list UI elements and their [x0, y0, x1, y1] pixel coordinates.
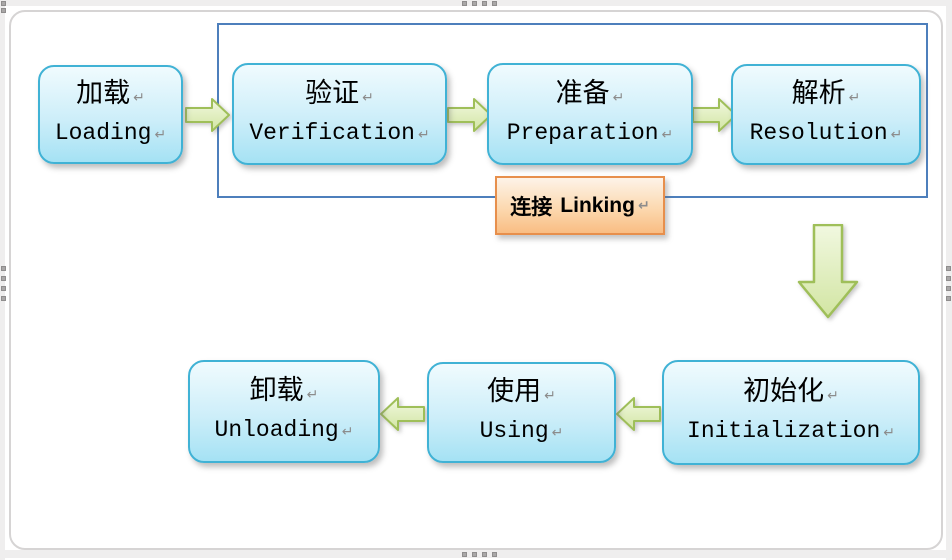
arrow-left-icon [380, 397, 425, 431]
stage-label-zh: 初始化↵ [743, 376, 839, 407]
resize-handle-bottom [462, 552, 497, 557]
stage-label-en: Resolution↵ [749, 120, 903, 146]
return-mark: ↵ [306, 387, 319, 403]
stage-label-zh: 验证↵ [305, 77, 374, 109]
stage-box-loading: 加载↵ Loading↵ [38, 65, 183, 164]
resize-handle-left [1, 266, 6, 301]
linking-label-en: Linking [560, 193, 635, 217]
stage-label-en: Initialization↵ [687, 418, 895, 444]
arrow-left-icon [616, 397, 661, 431]
resize-handle-top-left [1, 1, 6, 13]
return-mark: ↵ [890, 127, 903, 143]
return-mark: ↵ [362, 89, 374, 106]
return-mark: ↵ [341, 424, 354, 440]
return-mark: ↵ [883, 425, 895, 441]
stage-box-unloading: 卸载↵ Unloading↵ [188, 360, 380, 463]
return-mark: ↵ [544, 388, 556, 404]
stage-box-preparation: 准备↵ Preparation↵ [487, 63, 693, 165]
return-mark: ↵ [827, 388, 839, 404]
return-mark: ↵ [417, 126, 430, 143]
return-mark: ↵ [551, 425, 564, 441]
stage-label-en: Using↵ [479, 418, 564, 444]
arrow-right-icon [447, 98, 492, 132]
return-mark: ↵ [848, 90, 861, 106]
stage-label-en: Verification↵ [249, 119, 430, 146]
stage-box-using: 使用↵ Using↵ [427, 362, 616, 463]
stage-label-zh: 卸载↵ [249, 375, 319, 406]
stage-label-zh: 加载↵ [76, 78, 145, 109]
return-mark: ↵ [154, 127, 167, 143]
stage-label-zh: 解析↵ [791, 78, 861, 109]
return-mark: ↵ [661, 126, 674, 143]
arrow-right-icon [185, 98, 230, 132]
return-mark: ↵ [133, 90, 145, 106]
arrow-right-icon [692, 98, 737, 132]
linking-label-zh: 连接 [510, 193, 553, 219]
stage-label-en: Unloading↵ [214, 417, 354, 443]
stage-box-initialization: 初始化↵ Initialization↵ [662, 360, 920, 465]
stage-label-zh: 准备↵ [555, 77, 625, 109]
resize-handle-right [946, 266, 951, 301]
return-mark: ↵ [612, 89, 625, 106]
return-mark: ↵ [637, 197, 650, 214]
stage-label-en: Preparation↵ [506, 119, 674, 146]
stage-box-resolution: 解析↵ Resolution↵ [731, 64, 921, 165]
stage-box-verification: 验证↵ Verification↵ [232, 63, 447, 165]
arrow-down-icon [797, 224, 859, 319]
stage-label-en: Loading↵ [54, 120, 167, 146]
resize-handle-top [462, 1, 497, 6]
linking-label-box: 连接 Linking ↵ [495, 176, 665, 235]
stage-label-zh: 使用↵ [487, 376, 556, 407]
